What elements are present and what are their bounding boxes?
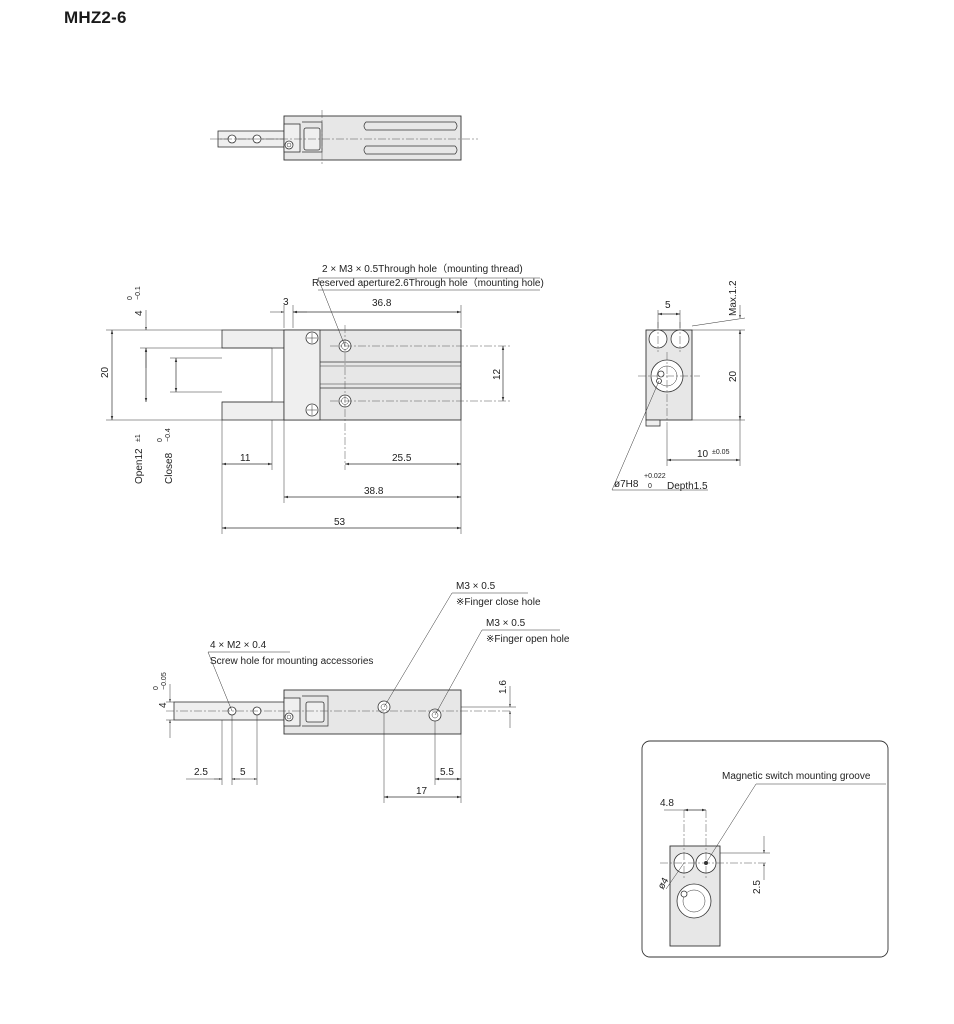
- side-finger-upper: [221, 329, 285, 349]
- svg-text:−0.05: −0.05: [161, 672, 168, 690]
- dim-53: 53: [334, 517, 346, 528]
- svg-text:−0.4: −0.4: [165, 428, 172, 442]
- svg-text:±1: ±1: [135, 434, 142, 442]
- dim-20-end: 20: [728, 370, 739, 382]
- drawing-title: MHZ2-6: [64, 8, 127, 27]
- callout-open-2: ※Finger open hole: [486, 634, 570, 645]
- dim-1-6: 1.6: [498, 680, 509, 694]
- dim-3: 3: [283, 297, 289, 308]
- detail-view: Magnetic switch mounting groove 4.8 ø4 2…: [641, 740, 889, 958]
- bore-label: ø7H8: [614, 479, 639, 490]
- dim-20: 20: [100, 366, 111, 378]
- dim-phi4: ø4: [656, 876, 672, 892]
- dim-4-bottom: 4: [158, 702, 169, 708]
- dim-12: 12: [492, 368, 503, 380]
- callout-thread: 2 × M3 × 0.5Through hole（mounting thread…: [322, 263, 523, 275]
- dim-36-8: 36.8: [372, 298, 392, 309]
- dim-17: 17: [416, 786, 428, 797]
- bottom-view: M3 × 0.5 ※Finger close hole M3 × 0.5 ※Fi…: [153, 581, 570, 803]
- svg-text:0: 0: [157, 438, 164, 442]
- dim-5-bottom: 5: [240, 767, 246, 778]
- end-view: 5 Max.1.2 20 10 ±0.05 ø7H8 +0.022 0 Dept…: [611, 280, 746, 492]
- svg-text:0: 0: [127, 296, 134, 300]
- close-label: Close8: [164, 452, 175, 484]
- dim-5: 5: [665, 300, 671, 311]
- dim-4-8: 4.8: [660, 798, 674, 809]
- top-view: [210, 110, 478, 166]
- dim-11: 11: [240, 453, 251, 464]
- callout-close-2: ※Finger close hole: [456, 597, 541, 608]
- svg-text:−0.1: −0.1: [135, 286, 142, 300]
- dim-max: Max.1.2: [728, 280, 739, 316]
- svg-text:0: 0: [648, 483, 652, 490]
- callout-close-1: M3 × 0.5: [456, 581, 496, 592]
- dim-25-5: 25.5: [392, 453, 412, 464]
- dim-5-5: 5.5: [440, 767, 454, 778]
- callout-screw-1: 4 × M2 × 0.4: [210, 640, 267, 651]
- dim-4: 4: [134, 310, 145, 316]
- groove-label: Magnetic switch mounting groove: [722, 771, 871, 782]
- svg-text:0: 0: [153, 686, 160, 690]
- callout-open-1: M3 × 0.5: [486, 618, 526, 629]
- dim-10: 10: [697, 449, 709, 460]
- dim-2-5: 2.5: [194, 767, 208, 778]
- callout-screw-2: Screw hole for mounting accessories: [210, 656, 373, 667]
- dim-2-5-detail: 2.5: [752, 880, 763, 894]
- dim-38-8: 38.8: [364, 486, 384, 497]
- svg-text:+0.022: +0.022: [644, 473, 666, 480]
- side-view: 2 × M3 × 0.5Through hole（mounting thread…: [100, 263, 544, 534]
- detail-frame: [641, 740, 889, 958]
- open-label: Open12: [134, 448, 145, 484]
- depth-label: Depth1.5: [667, 481, 708, 492]
- callout-reserved: Reserved aperture2.6Through hole（mountin…: [312, 277, 544, 289]
- svg-text:±0.05: ±0.05: [712, 449, 730, 456]
- side-finger-lower: [221, 401, 285, 421]
